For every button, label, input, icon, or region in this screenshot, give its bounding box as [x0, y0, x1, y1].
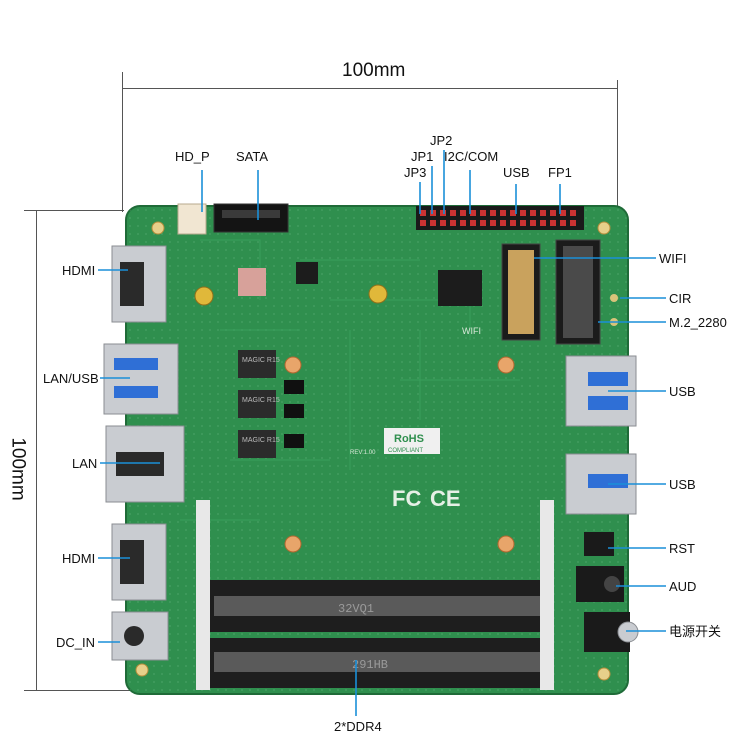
- label-usb-top: USB: [503, 165, 530, 180]
- label-usb-right-1: USB: [669, 384, 696, 399]
- width-dimension-tick-left: [122, 72, 123, 212]
- label-lan: LAN: [72, 456, 98, 471]
- inductor-2-text: MAGIC R15: [242, 397, 280, 404]
- label-aud: AUD: [669, 579, 697, 594]
- svg-text:291HB: 291HB: [352, 658, 388, 672]
- label-dc-in: DC_IN: [56, 635, 96, 650]
- svg-text:REV:1.00: REV:1.00: [350, 450, 376, 456]
- rohs-logo: [384, 428, 440, 454]
- label-cir: CIR: [669, 291, 692, 306]
- height-dimension-tick-top: [24, 210, 124, 211]
- label-fp1: FP1: [548, 165, 572, 180]
- label-sata: SATA: [236, 149, 269, 164]
- mounting-holes: [135, 221, 618, 681]
- left-ports: [103, 245, 185, 661]
- label-jp3: JP3: [404, 165, 427, 180]
- fc-mark: FC: [392, 486, 421, 511]
- svg-text:COMPLIANT: COMPLIANT: [388, 448, 423, 454]
- usb-stack-port: [103, 343, 179, 415]
- height-dimension-tick-bottom: [24, 690, 134, 691]
- inductors: [238, 350, 276, 458]
- label-lan-usb: LAN/USB: [43, 371, 99, 386]
- ce-mark: CE: [430, 486, 461, 511]
- label-jp1: JP1: [411, 149, 434, 164]
- label-usb-right-2: USB: [669, 477, 696, 492]
- label-hdmi-2: HDMI: [62, 551, 96, 566]
- label-rst: RST: [669, 541, 695, 556]
- inductor-3-text: MAGIC R15: [242, 437, 280, 444]
- label-jp2: JP2: [430, 133, 453, 148]
- label-m2: M.2_2280: [669, 315, 727, 330]
- label-i2c-com: I2C/COM: [444, 149, 499, 164]
- svg-text:WIFI: WIFI: [462, 326, 481, 336]
- label-hd-p: HD_P: [175, 149, 210, 164]
- inductor-1-text: MAGIC R15: [242, 357, 280, 364]
- svg-text:32VQ1: 32VQ1: [338, 602, 374, 616]
- label-power-switch: 电源开关: [669, 624, 722, 639]
- label-hdmi-1: HDMI: [62, 263, 96, 278]
- label-wifi: WIFI: [659, 251, 687, 266]
- io-chip: [438, 270, 482, 306]
- width-dimension-line: [122, 88, 618, 89]
- svg-text:RoHS: RoHS: [394, 433, 424, 445]
- rst-button: [584, 532, 614, 556]
- width-dimension-label: 100mm: [342, 60, 406, 81]
- ddr4-slots: [196, 500, 554, 690]
- height-dimension-line: [36, 210, 37, 690]
- label-ddr4: 2*DDR4: [334, 719, 382, 734]
- width-dimension-tick-right: [617, 80, 618, 230]
